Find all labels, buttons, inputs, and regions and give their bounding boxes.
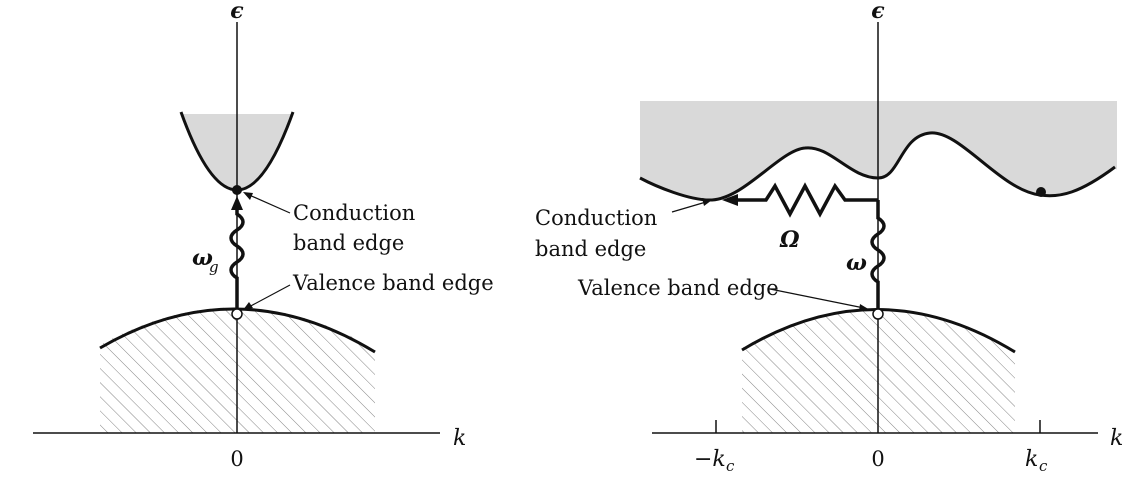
right-panel: ϵ k 0 −k c k c ω Ω Conduction band edge … bbox=[535, 0, 1123, 475]
right-neg-kc-label: −k bbox=[694, 447, 726, 472]
right-pos-kc-label: k bbox=[1025, 447, 1038, 472]
right-photon-transition bbox=[870, 200, 886, 310]
left-photon-label: ω bbox=[192, 245, 213, 271]
right-conduction-label-line1: Conduction bbox=[535, 206, 657, 230]
right-phonon-arrowhead bbox=[722, 194, 738, 206]
left-photon-subscript: g bbox=[209, 258, 219, 276]
left-conduction-pointer-head bbox=[243, 192, 253, 200]
right-momentum-axis-label: k bbox=[1110, 426, 1123, 451]
right-pos-kc-subscript: c bbox=[1039, 457, 1048, 475]
left-valence-pointer-head bbox=[243, 302, 253, 310]
left-energy-axis-label: ϵ bbox=[230, 0, 244, 24]
right-valence-label: Valence band edge bbox=[577, 276, 779, 300]
left-origin-tick-label: 0 bbox=[230, 447, 243, 471]
right-photon-label: ω bbox=[846, 250, 867, 276]
left-valence-label: Valence band edge bbox=[292, 271, 494, 295]
left-valence-pointer bbox=[246, 284, 291, 309]
right-conduction-pointer bbox=[671, 201, 707, 213]
left-photon-arrowhead bbox=[231, 196, 243, 210]
left-conduction-label-line2: band edge bbox=[293, 231, 404, 255]
left-photon-transition bbox=[229, 208, 245, 310]
left-momentum-axis-label: k bbox=[453, 426, 466, 451]
left-conduction-label-line1: Conduction bbox=[293, 201, 415, 225]
right-phonon-transition bbox=[737, 182, 878, 218]
right-phonon-label: Ω bbox=[779, 227, 800, 253]
right-valence-edge-dot bbox=[872, 308, 884, 320]
right-conduction-secondary-dot bbox=[1036, 187, 1046, 197]
right-valence-pointer-head bbox=[859, 304, 870, 311]
right-valence-pointer bbox=[769, 288, 865, 309]
left-conduction-pointer bbox=[246, 193, 291, 214]
left-valence-edge-dot bbox=[231, 308, 243, 320]
right-conduction-label-line2: band edge bbox=[535, 237, 646, 261]
right-conduction-pointer-head bbox=[702, 198, 712, 206]
left-conduction-edge-dot bbox=[232, 185, 242, 195]
right-neg-kc-subscript: c bbox=[726, 457, 735, 475]
left-panel: ϵ k 0 ω g Conduction band edge Valence b… bbox=[33, 0, 494, 471]
right-energy-axis-label: ϵ bbox=[871, 0, 885, 24]
right-origin-tick-label: 0 bbox=[871, 447, 884, 471]
